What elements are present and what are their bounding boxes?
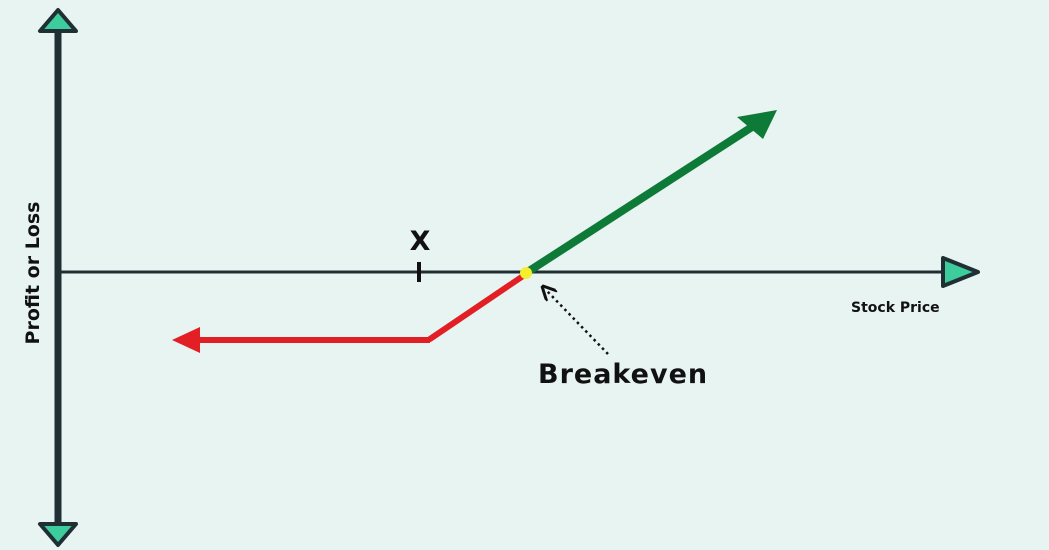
y-axis-bottom-arrow-icon — [38, 522, 78, 547]
strike-label: X — [410, 226, 431, 257]
profit-arrow-icon — [737, 110, 777, 139]
y-axis-label: Profit or Loss — [22, 202, 44, 345]
breakeven-pointer-icon — [547, 291, 609, 355]
y-axis-top-arrow-icon — [38, 8, 78, 33]
breakeven-dot — [520, 267, 532, 279]
x-axis-label: Stock Price — [851, 300, 940, 316]
loss-arrow-icon — [172, 327, 200, 353]
x-axis-arrow-icon — [941, 256, 980, 288]
breakeven-label: Breakeven — [538, 359, 708, 390]
loss-line-rising — [427, 271, 529, 342]
profit-line — [522, 121, 759, 277]
